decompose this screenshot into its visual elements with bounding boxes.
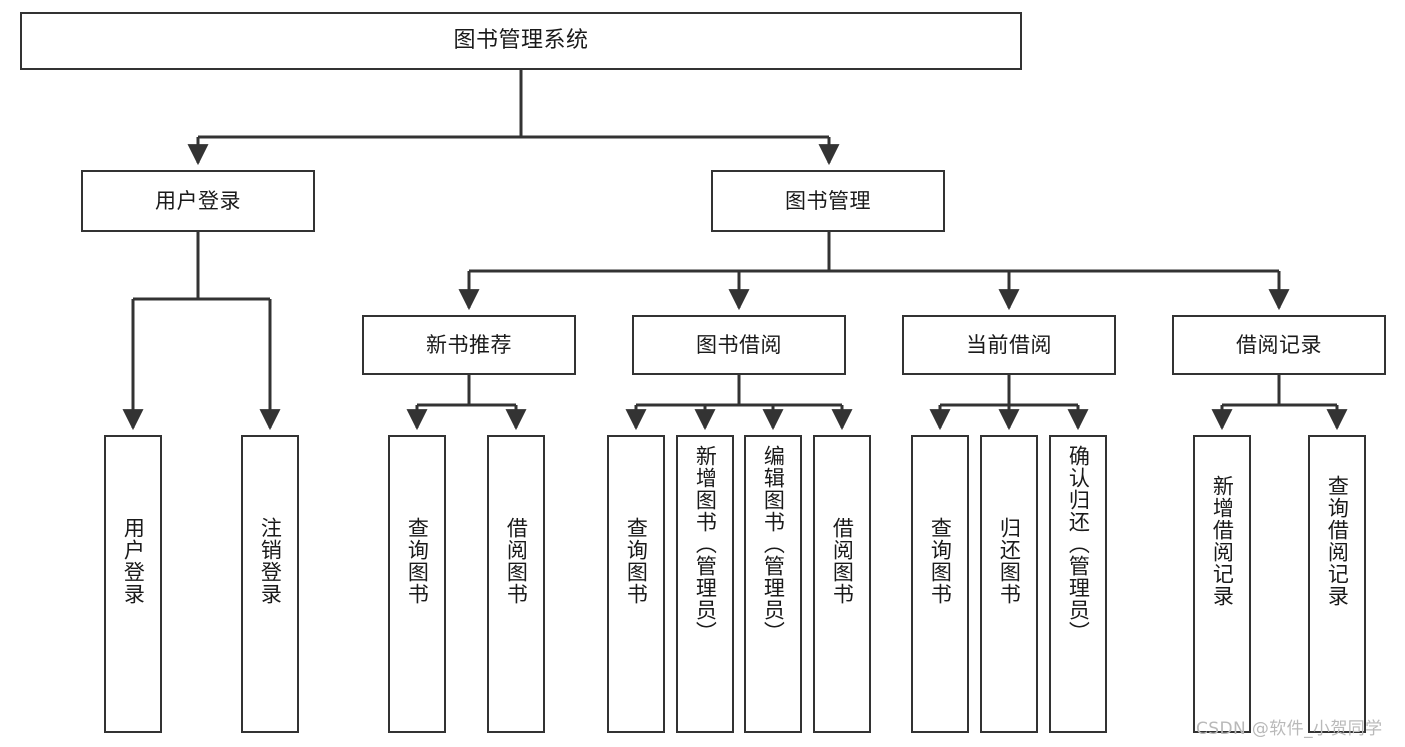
node-leaf-query-record-label: 查询借阅记录 xyxy=(1325,475,1350,607)
csdn-watermark: CSDN @软件_小贺同学 xyxy=(1196,719,1383,739)
node-leaf-query-book-1[interactable]: 查询图书 xyxy=(388,435,446,733)
node-leaf-query-book-2-label: 查询图书 xyxy=(624,517,649,605)
node-leaf-edit-book[interactable]: 编辑图书（管理员） xyxy=(744,435,802,733)
node-leaf-return-book[interactable]: 归还图书 xyxy=(980,435,1038,733)
node-book-borrow[interactable]: 图书借阅 xyxy=(632,315,846,375)
node-leaf-logout-login-label: 注销登录 xyxy=(258,517,283,605)
node-user-login[interactable]: 用户登录 xyxy=(81,170,315,232)
node-leaf-borrow-book-2[interactable]: 借阅图书 xyxy=(813,435,871,733)
node-book-borrow-label: 图书借阅 xyxy=(696,332,782,357)
node-leaf-return-book-label: 归还图书 xyxy=(997,517,1022,605)
node-leaf-query-book-1-label: 查询图书 xyxy=(405,517,430,605)
node-leaf-confirm-return-label: 确认归还（管理员） xyxy=(1066,445,1091,643)
node-leaf-edit-book-label: 编辑图书（管理员） xyxy=(761,445,786,643)
node-leaf-add-record-label: 新增借阅记录 xyxy=(1210,475,1235,607)
node-leaf-add-record[interactable]: 新增借阅记录 xyxy=(1193,435,1251,733)
node-leaf-add-book[interactable]: 新增图书（管理员） xyxy=(676,435,734,733)
node-new-book-recommend-label: 新书推荐 xyxy=(426,332,512,357)
node-current-borrow[interactable]: 当前借阅 xyxy=(902,315,1116,375)
node-leaf-confirm-return[interactable]: 确认归还（管理员） xyxy=(1049,435,1107,733)
node-leaf-query-record[interactable]: 查询借阅记录 xyxy=(1308,435,1366,733)
node-user-login-label: 用户登录 xyxy=(155,188,241,213)
node-leaf-borrow-book-2-label: 借阅图书 xyxy=(830,517,855,605)
node-borrow-record-label: 借阅记录 xyxy=(1236,332,1322,357)
node-current-borrow-label: 当前借阅 xyxy=(966,332,1052,357)
node-leaf-user-login[interactable]: 用户登录 xyxy=(104,435,162,733)
node-borrow-record[interactable]: 借阅记录 xyxy=(1172,315,1386,375)
node-book-manage-label: 图书管理 xyxy=(785,188,871,213)
node-leaf-borrow-book-1-label: 借阅图书 xyxy=(504,517,529,605)
node-leaf-borrow-book-1[interactable]: 借阅图书 xyxy=(487,435,545,733)
node-leaf-user-login-label: 用户登录 xyxy=(121,517,146,605)
node-leaf-logout-login[interactable]: 注销登录 xyxy=(241,435,299,733)
node-leaf-query-book-3[interactable]: 查询图书 xyxy=(911,435,969,733)
node-root[interactable]: 图书管理系统 xyxy=(20,12,1022,70)
node-leaf-query-book-3-label: 查询图书 xyxy=(928,517,953,605)
node-leaf-add-book-label: 新增图书（管理员） xyxy=(693,445,718,643)
node-new-book-recommend[interactable]: 新书推荐 xyxy=(362,315,576,375)
node-root-label: 图书管理系统 xyxy=(453,28,589,54)
node-leaf-query-book-2[interactable]: 查询图书 xyxy=(607,435,665,733)
node-book-manage[interactable]: 图书管理 xyxy=(711,170,945,232)
